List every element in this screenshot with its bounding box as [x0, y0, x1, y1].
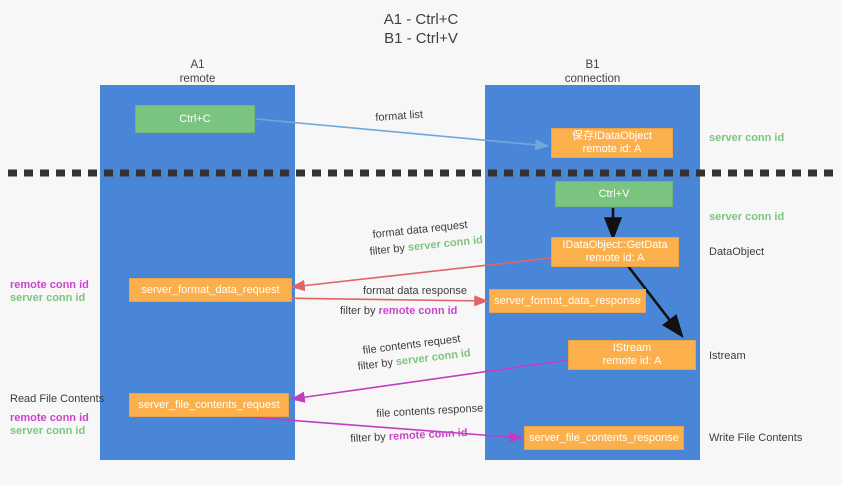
right-label-server-conn-id-1: server conn id [709, 132, 785, 144]
box-istream-line2: remote id: A [602, 355, 662, 367]
box-ctrl-c[interactable]: Ctrl+C [135, 105, 255, 133]
left-label-read-file-contents: Read File Contents [10, 393, 105, 405]
box-ctrl-c-label: Ctrl+C [179, 112, 211, 125]
box-idataobject-getdata-line2: remote id: A [585, 252, 645, 264]
box-server-file-contents-request-label: server_file_contents_request [138, 398, 280, 411]
remote-conn-id-text-1: remote conn id [378, 305, 458, 317]
box-server-format-data-response[interactable]: server_format_data_response [489, 289, 646, 313]
remote-conn-id-text-2: remote conn id [388, 426, 468, 443]
box-save-idataobject-line1: 保存IDataObject [571, 130, 653, 142]
box-save-idataobject[interactable]: 保存IDataObject remote id: A [551, 128, 673, 158]
left-label-server-conn-id-2: server conn id [10, 425, 86, 437]
box-server-format-data-request[interactable]: server_format_data_request [129, 278, 292, 302]
box-istream-line1: IStream [612, 342, 652, 354]
lane-a1-sub: remote [179, 73, 216, 85]
filter-by-text-4: filter by [350, 431, 387, 445]
edge-label-file-contents-response-filter: filter by remote conn id [350, 427, 468, 446]
edge-label-file-contents-response: file contents response [376, 402, 484, 420]
edge-label-format-data-response: format data response [363, 285, 467, 297]
box-server-file-contents-response-label: server_file_contents_response [529, 431, 679, 444]
right-label-server-conn-id-2: server conn id [709, 211, 785, 223]
box-idataobject-getdata-line1: IDataObject::GetData [562, 239, 668, 251]
filter-by-text-1: filter by [369, 242, 406, 258]
box-ctrl-v-label: Ctrl+V [598, 187, 630, 200]
left-label-remote-conn-id-1: remote conn id [10, 279, 89, 291]
box-idataobject-getdata[interactable]: IDataObject::GetData remote id: A [551, 237, 679, 267]
filter-by-text-3: filter by [357, 356, 394, 373]
left-label-remote-conn-id-2: remote conn id [10, 412, 89, 424]
box-server-file-contents-response[interactable]: server_file_contents_response [524, 426, 684, 450]
box-server-format-data-response-label: server_format_data_response [494, 294, 641, 307]
page-title: A1 - Ctrl+C B1 - Ctrl+V [0, 10, 842, 48]
lane-header-a1: A1 remote [100, 58, 295, 86]
box-save-idataobject-line2: remote id: A [582, 143, 642, 155]
lane-header-b1: B1 connection [485, 58, 700, 86]
left-label-server-conn-id-1: server conn id [10, 292, 86, 304]
lane-b1-sub: connection [564, 73, 621, 85]
box-ctrl-v[interactable]: Ctrl+V [555, 181, 673, 207]
lane-a1-name: A1 [190, 59, 205, 71]
right-label-dataobject: DataObject [709, 246, 765, 258]
title-line-1: A1 - Ctrl+C [383, 11, 459, 28]
filter-by-text-2: filter by [340, 305, 376, 317]
right-label-istream: Istream [709, 350, 746, 362]
edge-label-format-list: format list [375, 108, 424, 124]
right-label-write-file-contents: Write File Contents [709, 432, 803, 444]
box-server-format-data-request-label: server_format_data_request [141, 283, 280, 296]
box-istream[interactable]: IStream remote id: A [568, 340, 696, 370]
title-line-2: B1 - Ctrl+V [384, 30, 458, 47]
lane-b1-name: B1 [585, 59, 600, 71]
box-server-file-contents-request[interactable]: server_file_contents_request [129, 393, 289, 417]
edge-label-format-data-response-filter: filter by remote conn id [340, 305, 457, 318]
